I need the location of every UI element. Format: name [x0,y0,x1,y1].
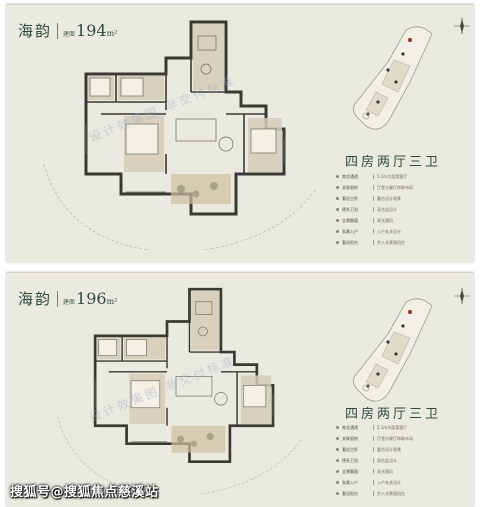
credit-at: @ [50,485,65,500]
site-map-icon [348,294,438,406]
bullet-icon [336,230,339,233]
feature-desc: 双台盆设计 [377,457,397,463]
feature-label: 德系卫浴 [342,206,358,212]
feature-desc: 露台设计观景 [377,446,401,452]
feature-item: 关联厨房 厅堂与餐厅串联布局 [336,433,471,444]
feature-item: 奢适阳台 步入式景观阳台 [336,488,471,499]
feature-desc: 厅堂与餐厅串联布局 [377,184,413,190]
feature-label: 奢适阳台 [342,490,358,496]
floor-plan-drawing [26,14,326,250]
feature-label: 南北通透 [342,173,358,179]
feature-label: 德系卫浴 [342,457,358,463]
layout-title: 四房两厅三卫 [345,155,442,170]
feature-label: 私属入户 [342,228,358,234]
plan-area: 194 [76,21,107,40]
feature-label: 关联厨房 [342,184,358,190]
feature-label: 奢适阳台 [342,239,358,245]
source-credit: 搜狐号@搜狐焦点慈溪站 [10,481,159,500]
feature-desc: 步入式景观阳台 [377,239,405,245]
area-label: 建面 [63,299,76,306]
bullet-icon [336,241,339,244]
bullet-icon [336,426,339,429]
feature-desc: 5.1m大面宽客厅 [377,424,408,430]
compass-icon [454,288,470,304]
feature-item: 南北通透 5.1m大面宽客厅 [336,422,471,433]
feature-list: 南北通透 5.1m大面宽客厅 关联厨房 厅堂与餐厅串联布局 奢适主卧 露台设计观景 德… [336,422,471,499]
feature-label: 关联厨房 [342,435,358,441]
bullet-icon [336,208,339,211]
feature-item: 南北通透 5.1m大面宽客厅 [336,171,471,182]
feature-desc: 5.1m大面宽客厅 [377,173,408,179]
bullet-icon [336,459,339,462]
feature-item: 德系卫浴 双台盆设计 [336,204,471,215]
plan-name: 海韵 [18,290,53,308]
feature-label: 奢适主卧 [342,195,358,201]
feature-desc: 采光通风 [377,468,393,474]
plan-area: 196 [76,289,107,308]
feature-list: 南北通透 5.1m大面宽客厅 关联厨房 厅堂与餐厅串联布局 奢适主卧 露台设计观景 德… [336,171,471,248]
plan-title: 海韵 建面 194 m² [18,20,117,41]
title-separator [57,290,59,307]
feature-label: 全景飘窗 [342,468,358,474]
area-label: 建面 [63,31,76,38]
bullet-icon [336,470,339,473]
layout-title: 四房两厅三卫 [345,407,442,422]
feature-item: 全景飘窗 采光通风 [336,215,471,226]
feature-item: 私属入户 入户玄关设计 [336,477,471,488]
credit-prefix: 搜狐号 [10,485,51,500]
plan-name: 海韵 [18,22,53,40]
floor-plan-icon [26,14,326,250]
feature-desc: 入户玄关设计 [377,479,401,485]
bullet-icon [336,175,339,178]
compass-icon [454,18,470,34]
card-divider [6,4,474,5]
feature-desc: 厅堂与餐厅串联布局 [377,435,413,441]
feature-item: 私属入户 入户玄关设计 [336,226,471,237]
feature-desc: 采光通风 [377,217,393,223]
feature-desc: 露台设计观景 [377,195,401,201]
bullet-icon [336,481,339,484]
bullet-icon [336,197,339,200]
feature-desc: 双台盆设计 [377,206,397,212]
credit-name: 搜狐焦点慈溪站 [64,485,159,500]
feature-label: 全景飘窗 [342,217,358,223]
site-map-icon [348,22,438,134]
card-divider [6,272,474,273]
bullet-icon [336,448,339,451]
feature-label: 奢适主卧 [342,446,358,452]
bullet-icon [336,186,339,189]
feature-item: 全景飘窗 采光通风 [336,466,471,477]
feature-item: 奢适阳台 步入式景观阳台 [336,237,471,248]
area-unit: m² [106,29,118,38]
feature-label: 南北通透 [342,424,358,430]
feature-item: 奢适主卧 露台设计观景 [336,444,471,455]
plan-title: 海韵 建面 196 m² [18,288,117,309]
area-unit: m² [106,297,118,306]
bullet-icon [336,437,339,440]
feature-item: 奢适主卧 露台设计观景 [336,193,471,204]
feature-desc: 步入式景观阳台 [377,490,405,496]
feature-item: 关联厨房 厅堂与餐厅串联布局 [336,182,471,193]
feature-item: 德系卫浴 双台盆设计 [336,455,471,466]
bullet-icon [336,219,339,222]
feature-label: 私属入户 [342,479,358,485]
feature-desc: 入户玄关设计 [377,228,401,234]
title-separator [57,22,59,39]
bullet-icon [336,492,339,495]
